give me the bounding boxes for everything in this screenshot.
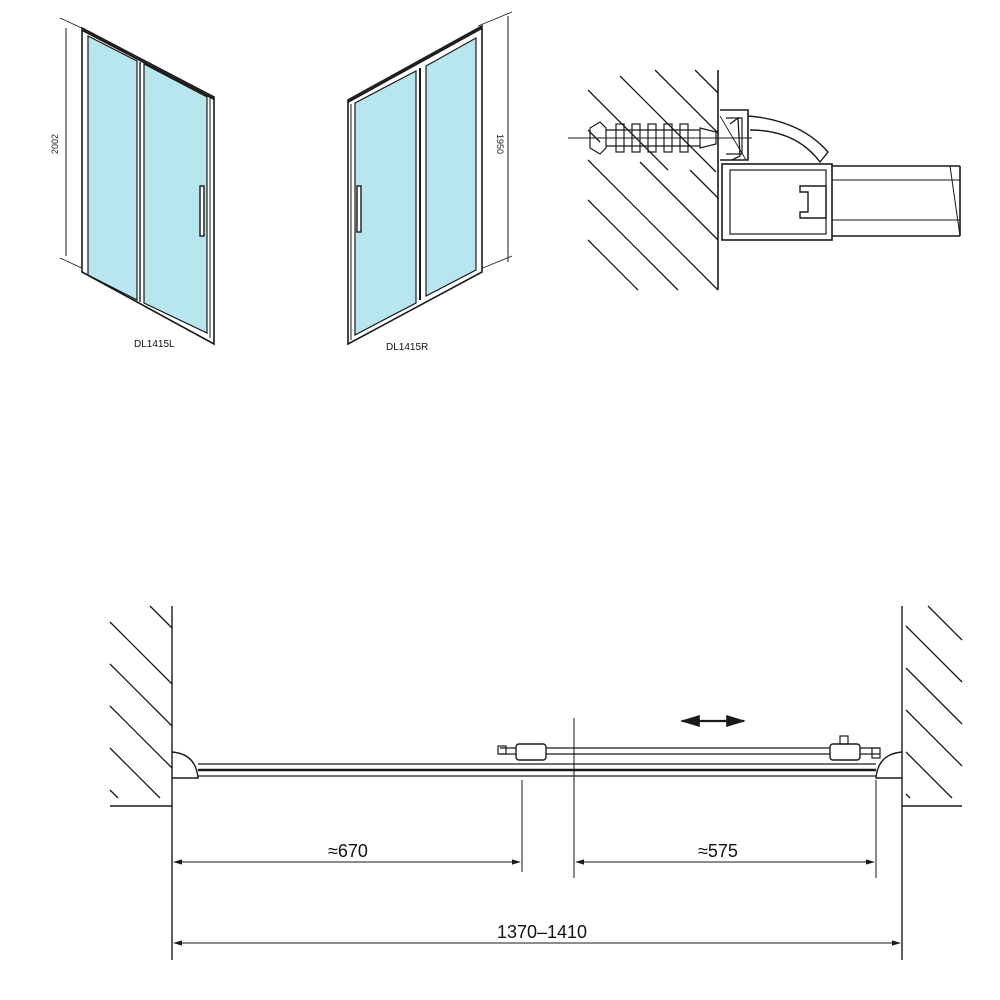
wall-anchor-group — [568, 115, 752, 161]
door-left-height-dimension: 2002 — [50, 17, 87, 271]
door-right-height-dimension: 1950 — [477, 11, 513, 271]
door-right-fixed-glass — [425, 36, 477, 297]
plan-left-wall — [109, 605, 199, 960]
plan-view: ≈670 ≈575 1370–1410 — [109, 605, 963, 960]
door-left-height-label: 2002 — [50, 134, 60, 154]
dim-total: 1370–1410 — [173, 922, 901, 946]
wall-profile — [720, 109, 829, 164]
plan-right-wall — [875, 605, 963, 960]
door-left-label: DL1415L — [134, 339, 175, 350]
plan-sliding-panel — [497, 735, 881, 761]
door-right-handle — [356, 185, 362, 233]
door-right-label: DL1415R — [386, 342, 428, 353]
door-right-view: 1950 DL1415R — [347, 11, 513, 353]
dim-total-label: 1370–1410 — [497, 922, 587, 942]
dim-fixed-label: ≈670 — [328, 841, 368, 861]
door-right-sliding-glass — [354, 70, 417, 336]
detail-wall-hatch — [587, 69, 719, 291]
dim-sliding-label: ≈575 — [698, 841, 738, 861]
sliding-roller-left — [515, 743, 547, 761]
dim-sliding-panel: ≈575 — [575, 841, 875, 865]
wall-profile-detail — [568, 69, 961, 291]
door-left-handle — [199, 185, 205, 237]
sliding-roller-right — [829, 743, 861, 761]
door-left-sliding-glass — [143, 63, 208, 334]
door-left-view: 2002 DL1415L — [50, 17, 215, 350]
door-right-height-label: 1950 — [495, 134, 505, 154]
dim-fixed-panel: ≈670 — [173, 841, 521, 865]
plan-fixed-panel — [198, 763, 876, 777]
door-left-fixed-glass — [87, 35, 138, 301]
door-profile-section — [721, 163, 961, 241]
